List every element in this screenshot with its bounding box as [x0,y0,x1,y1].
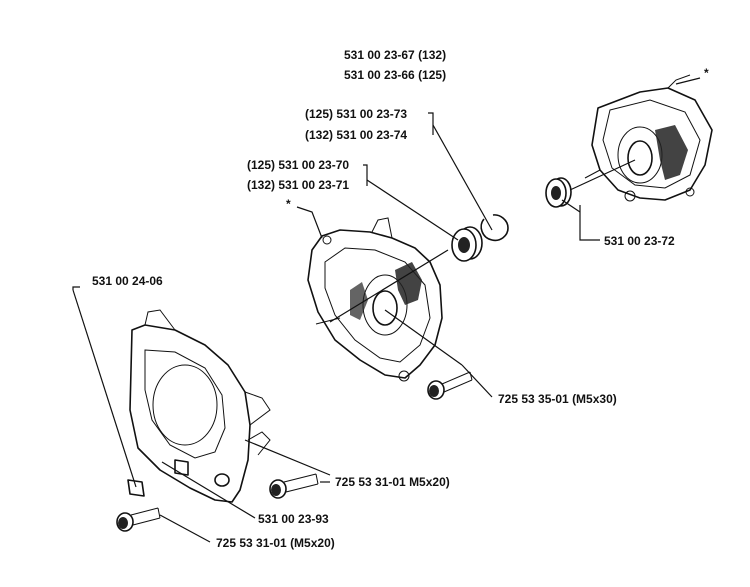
crankcase-half-center [307,217,443,382]
label-bearing-132-a: (132) 531 00 23-74 [305,128,408,142]
label-screw-center: 725 53 35-01 (M5x30) [498,392,617,406]
label-crankcase-kit-125: 531 00 23-66 (125) [344,68,447,82]
asterisk-center: * [286,197,291,211]
label-bearing-132-b: (132) 531 00 23-71 [247,178,350,192]
label-bearing-right: 531 00 23-72 [604,234,675,248]
label-bracket-left: 531 00 24-06 [92,274,163,288]
bearing-right [545,159,636,208]
label-crankcase-kit-132: 531 00 23-67 (132) [344,48,447,62]
leader-lines [72,77,701,543]
circlip [480,214,509,242]
label-screw-mid: 725 53 31-01 M5x20) [335,475,450,489]
label-bearing-125-a: (125) 531 00 23-73 [305,107,408,121]
label-bearing-125-b: (125) 531 00 23-70 [247,158,350,172]
bearing-center [451,226,483,262]
bracket-left [127,309,271,503]
screw-bottom [116,507,161,532]
crankcase-half-right [584,74,713,202]
label-part-bottom: 531 00 23-93 [258,512,329,526]
screw-center [427,371,473,400]
label-screw-bottom: 725 53 31-01 (M5x20) [216,536,335,550]
asterisk-right: * [704,66,709,80]
screw-mid [269,473,319,499]
